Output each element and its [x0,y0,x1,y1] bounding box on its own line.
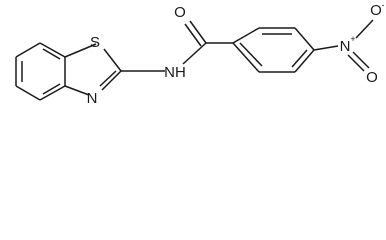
nitro-nitrogen-atom-label: N [340,38,351,55]
nitro-group [313,19,374,72]
ring-nitrogen-atom-label: N [87,90,98,107]
benzothiazole-benzene-ring [15,42,66,101]
nitrobenzene-ring [232,27,315,73]
amide-nh-atom-label: NH [164,64,186,81]
molecule-drawing: S N NH O N + O - O [15,0,385,107]
nitro-oxygen-bottom-atom-label: O [366,69,378,86]
carbonyl-oxygen-atom-label: O [174,4,186,21]
nitro-oxygen-top-atom-label: O [370,2,382,19]
thiazole-ring [64,43,122,96]
amide-linkage [121,20,233,72]
nitro-negative-charge: - [382,0,385,10]
sulfur-atom-label: S [90,34,100,51]
structure-canvas: S N NH O N + O - O [15,0,385,107]
nitro-positive-charge: + [350,34,355,44]
